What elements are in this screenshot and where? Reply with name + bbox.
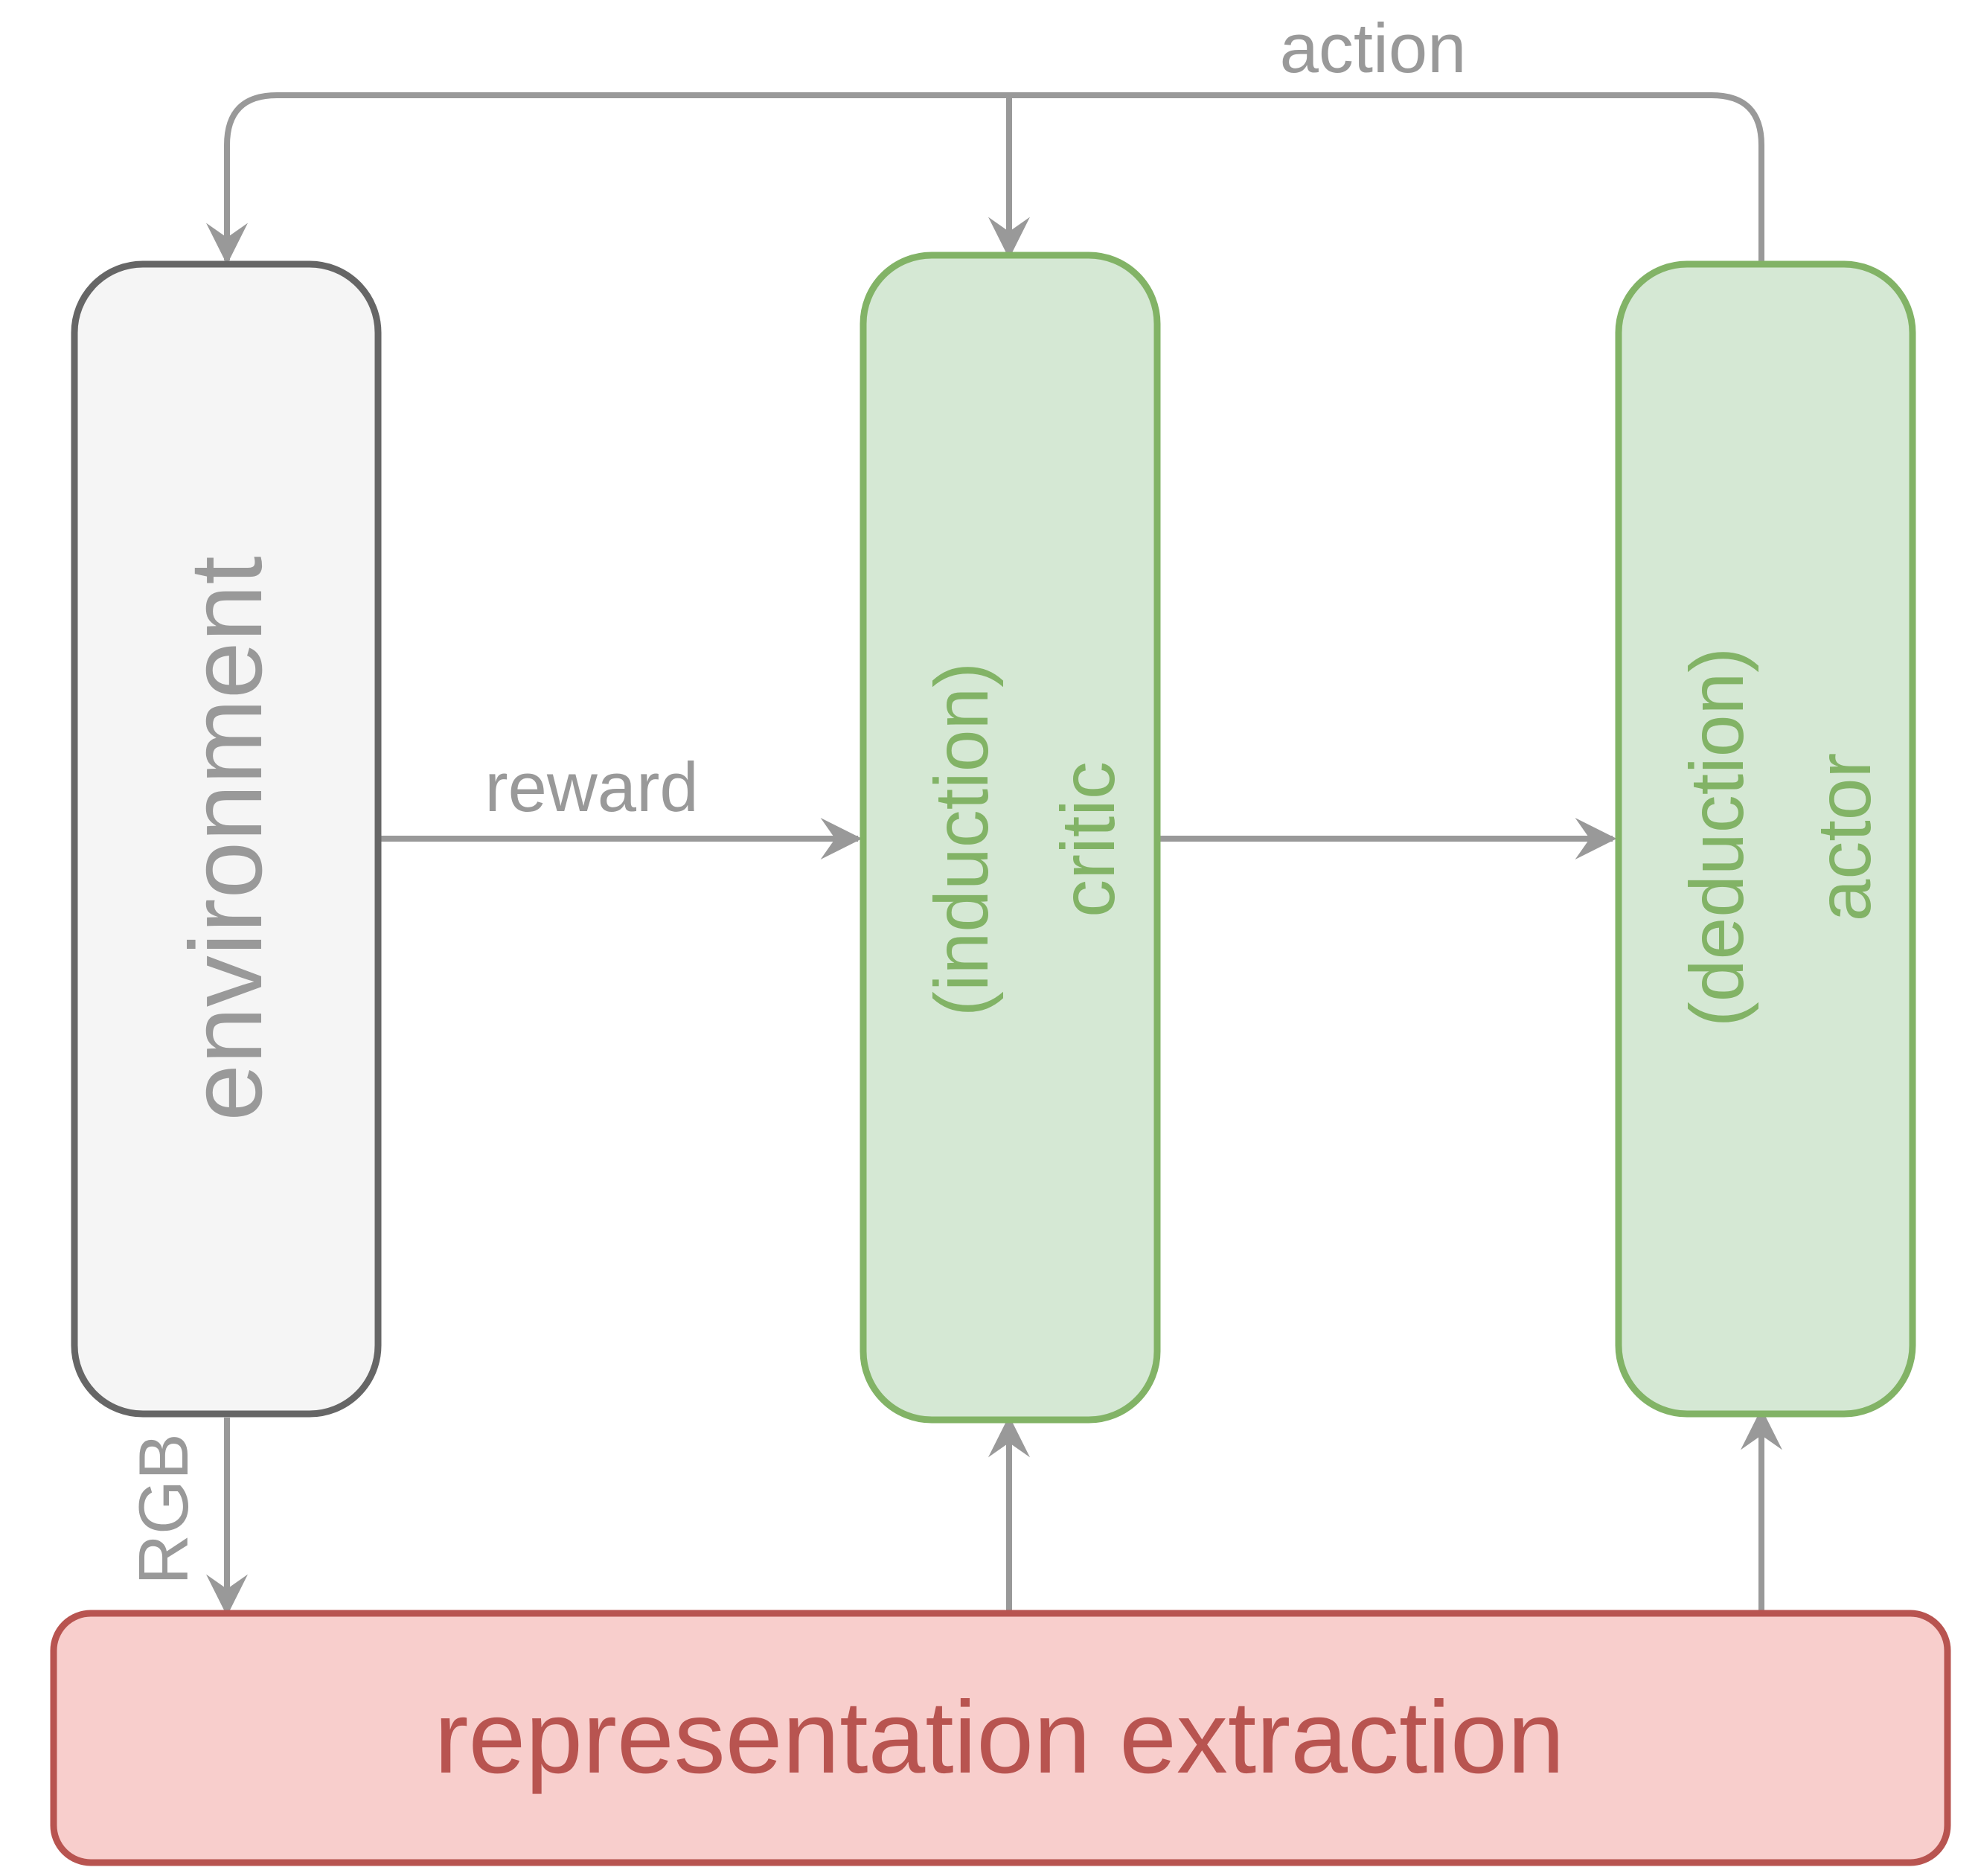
critic-node: (induction) critic xyxy=(860,252,1161,1424)
actor-label: actor xyxy=(1802,753,1886,922)
action-edge xyxy=(206,92,1764,265)
representation-extraction-node: representation extraction xyxy=(50,1610,1951,1866)
environment-node: environment xyxy=(71,260,382,1418)
extraction-label: extraction xyxy=(1119,1680,1564,1795)
representation-label: representation xyxy=(435,1680,1091,1795)
actor-node: (deduction) actor xyxy=(1615,260,1916,1418)
action-label: action xyxy=(1280,9,1467,87)
critic-label-paren: (induction) xyxy=(919,662,1004,1017)
environment-label: environment xyxy=(169,556,284,1121)
rgb-label: RGB xyxy=(124,1433,202,1585)
critic-label: critic xyxy=(1046,761,1130,918)
representation-extraction-label: representation extraction xyxy=(435,1680,1565,1795)
actor-label-paren: (deduction) xyxy=(1674,647,1759,1027)
reward-label: reward xyxy=(484,748,698,826)
